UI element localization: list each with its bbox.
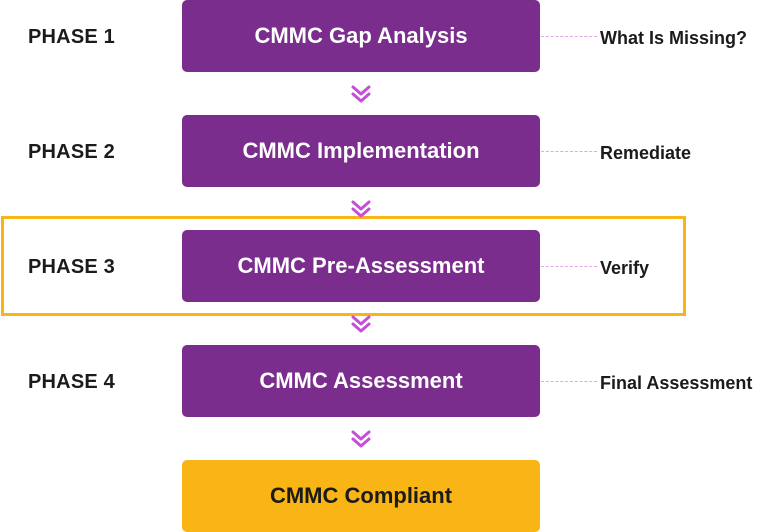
final-compliant-box: CMMC Compliant xyxy=(182,460,540,532)
phase-4-step-box: CMMC Assessment xyxy=(182,345,540,417)
phase-1-label: PHASE 1 xyxy=(28,26,115,48)
phase-4-outcome: Final Assessment xyxy=(600,373,753,393)
phase-3-label: PHASE 3 xyxy=(28,256,115,278)
double-chevron-down-icon xyxy=(351,430,371,448)
phase-2-step-box: CMMC Implementation xyxy=(182,115,540,187)
phase-2-label: PHASE 2 xyxy=(28,141,115,163)
phase-4-connector xyxy=(541,381,597,382)
phase-1-connector xyxy=(541,36,597,37)
current-phase-highlight xyxy=(1,216,686,316)
phase-3-outcome: Verify xyxy=(600,258,650,278)
phase-1-step-box: CMMC Gap Analysis xyxy=(182,0,540,72)
double-chevron-down-icon xyxy=(351,315,371,333)
double-chevron-down-icon xyxy=(351,200,371,218)
phase-2-connector xyxy=(541,151,597,152)
phase-2-outcome: Remediate xyxy=(600,143,692,163)
phase-3-connector xyxy=(541,266,597,267)
double-chevron-down-icon xyxy=(351,85,371,103)
phase-4-label: PHASE 4 xyxy=(28,371,115,393)
phase-1-outcome: What Is Missing? xyxy=(600,28,748,48)
phase-3-step-box: CMMC Pre-Assessment xyxy=(182,230,540,302)
